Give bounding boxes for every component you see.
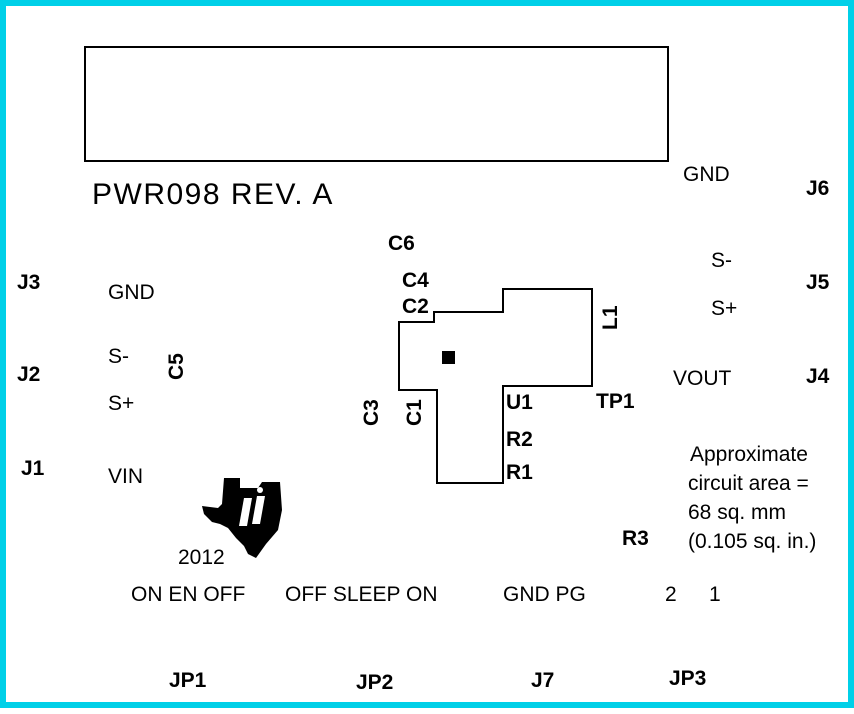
ref-C3: C3 [360, 399, 383, 426]
label-vin: VIN [108, 465, 144, 488]
ref-C1: C1 [403, 399, 426, 426]
label-area-box [84, 46, 669, 162]
area-note-line-2: circuit area = [688, 472, 809, 495]
label-s-minus-in: S- [108, 345, 129, 368]
ref-C6: C6 [388, 232, 415, 255]
jp3-pin-1: 1 [709, 583, 721, 606]
ref-C4: C4 [402, 269, 429, 292]
ref-J4: J4 [806, 365, 830, 388]
ref-J5: J5 [806, 271, 830, 294]
pin1-marker [442, 351, 455, 364]
j7-pin-labels: GND PG [503, 583, 586, 606]
ref-J7: J7 [531, 669, 555, 692]
jp2-pin-labels: OFF SLEEP ON [285, 583, 438, 606]
circuit-outline [398, 288, 593, 484]
texas-instruments-logo-icon [202, 478, 282, 558]
ref-L1: L1 [599, 305, 622, 330]
jp3-pin-2: 2 [665, 583, 677, 606]
ref-JP1: JP1 [169, 669, 207, 692]
label-vout: VOUT [673, 367, 732, 390]
ref-J6: J6 [806, 177, 830, 200]
ref-J1: J1 [21, 457, 45, 480]
ref-R2: R2 [506, 428, 533, 451]
ref-R1: R1 [506, 461, 533, 484]
label-s-minus-out: S- [711, 249, 732, 272]
area-note-line-3: 68 sq. mm [688, 501, 787, 524]
label-gnd-out: GND [683, 163, 730, 186]
label-s-plus-out: S+ [711, 297, 738, 320]
ref-J3: J3 [17, 271, 41, 294]
ref-U1: U1 [506, 391, 533, 414]
ref-J2: J2 [17, 363, 41, 386]
ref-TP1: TP1 [596, 390, 635, 413]
ref-JP2: JP2 [356, 671, 394, 694]
label-s-plus-in: S+ [108, 392, 135, 415]
area-note-line-4: (0.105 sq. in.) [688, 530, 817, 553]
board-name: PWR098 REV. A [92, 178, 334, 211]
board-year: 2012 [178, 546, 225, 569]
jp1-pin-labels: ON EN OFF [131, 583, 246, 606]
ref-R3: R3 [622, 527, 649, 550]
ref-C2: C2 [402, 295, 429, 318]
area-note-line-1: Approximate [690, 443, 808, 466]
ref-JP3: JP3 [669, 667, 707, 690]
label-gnd-in: GND [108, 281, 155, 304]
